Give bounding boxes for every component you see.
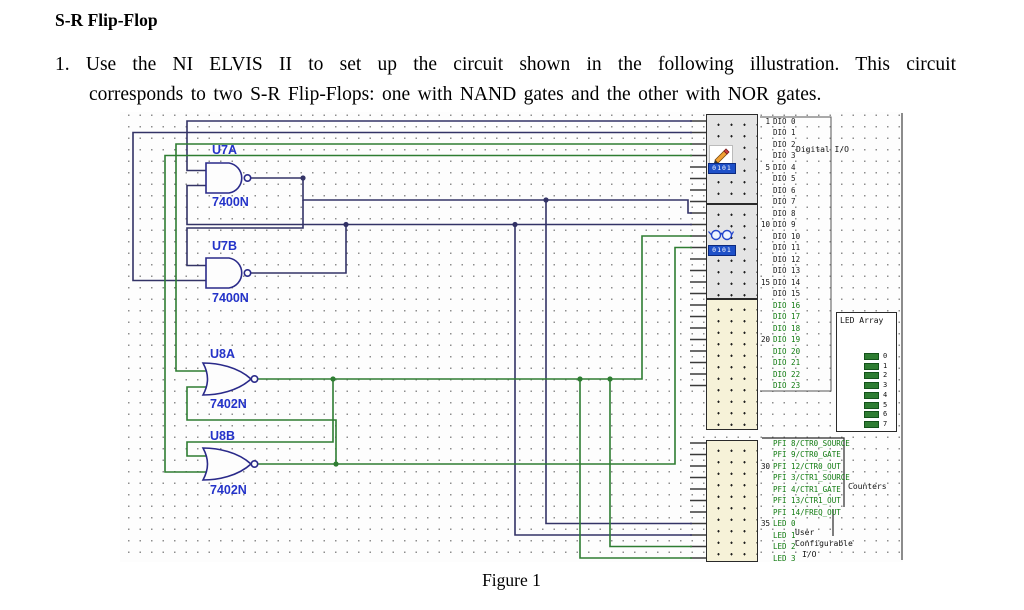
digital-write-icon[interactable] [709, 145, 733, 165]
inverter-bubble [250, 374, 259, 383]
connector-signal-label: LED 0 [773, 519, 796, 528]
gate-ref-u7a: U7A [212, 143, 238, 157]
connector-signal-label: DIO 23 [773, 381, 801, 390]
gate-part-u8b: 7402N [210, 483, 247, 497]
led-array-label: LED Array [840, 316, 884, 325]
user-io-label-3: I/O [802, 550, 817, 559]
connector-pin-number: 20 [760, 335, 770, 344]
gate-ref-u8b: U8B [210, 429, 236, 443]
digital-read-icon[interactable] [708, 225, 735, 243]
led-indicator[interactable] [864, 401, 879, 409]
inverter-bubble [250, 459, 259, 468]
led-index-label: 3 [883, 381, 888, 390]
connector-pin-number: 1 [765, 116, 770, 126]
connector-signal-label: DIO 21 [773, 358, 801, 367]
connector-pin-number: 30 [760, 461, 770, 471]
connector-signal-label: DIO 9 [773, 220, 796, 229]
nand-gate-u7a[interactable] [205, 162, 252, 194]
instruction-line-1: 1. Use the NI ELVIS II to set up the cir… [55, 54, 956, 75]
dio-read-badge: 0101 [708, 245, 736, 256]
connector-pin-number: 35 [760, 519, 770, 528]
connector-signal-label: DIO 17 [773, 312, 801, 321]
connector-signal-label: DIO 1 [773, 128, 796, 137]
led-index-label: 7 [883, 419, 888, 428]
connector-signal-label: PFI 12/CTR0_OUT [773, 461, 841, 471]
nor-wires [164, 143, 692, 559]
connector-signal-label: DIO 19 [773, 335, 801, 344]
connector-signal-label: DIO 18 [773, 323, 801, 333]
led-indicator[interactable] [864, 420, 879, 428]
led-index-label: 1 [883, 361, 888, 370]
gate-ref-u7b: U7B [212, 239, 238, 253]
nor-junction-dots [330, 376, 613, 467]
connector-signal-label: DIO 15 [773, 289, 801, 298]
nand-junction-dots [300, 175, 549, 228]
connector-signal-label: DIO 6 [773, 185, 796, 195]
nand-gate-u7b[interactable] [205, 257, 252, 289]
digital-io-bracket [760, 116, 832, 392]
page-title: S-R Flip-Flop [55, 10, 158, 30]
connector-signal-label: DIO 22 [773, 369, 801, 379]
connector-signal-label: DIO 11 [773, 243, 801, 252]
connector-signal-label: LED 1 [773, 530, 796, 540]
connector-signal-label: DIO 20 [773, 346, 801, 356]
connector-signal-label: PFI 3/CTR1_SOURCE [773, 473, 850, 482]
nand-wires [132, 120, 692, 536]
connector-pin-number: 5 [765, 162, 770, 172]
connector-signal-label: DIO 12 [773, 254, 801, 264]
connector-signal-label: DIO 0 [773, 116, 796, 126]
connector-signal-label: PFI 8/CTR0_SOURCE [773, 438, 850, 448]
gate-part-u7a: 7400N [212, 195, 249, 209]
instruction-line-2: corresponds to two S-R Flip-Flops: one w… [89, 84, 822, 105]
led-indicator[interactable] [864, 391, 879, 399]
dio-write-badge: 0101 [708, 163, 736, 174]
led-indicator[interactable] [864, 382, 879, 390]
connector-signal-label: LED 2 [773, 542, 796, 551]
user-io-label-2: Configurable [795, 539, 853, 548]
connector-signal-label: DIO 5 [773, 174, 796, 183]
connector-signal-label: DIO 7 [773, 197, 796, 206]
inverter-bubble [243, 268, 252, 277]
led-indicator[interactable] [864, 353, 879, 360]
led-index-label: 2 [883, 371, 888, 380]
nor-gate-u8a[interactable] [201, 362, 259, 396]
connector-signal-label: PFI 4/CTR1_GATE [773, 484, 841, 494]
led-indicator[interactable] [864, 411, 879, 419]
connector-lead-stubs [690, 120, 706, 559]
gate-part-u8a: 7402N [210, 397, 247, 411]
led-indicator[interactable] [864, 372, 879, 380]
connector-signal-label: DIO 2 [773, 139, 796, 149]
connector-pin-number: 10 [760, 220, 770, 229]
led-index-label: 5 [883, 400, 888, 409]
connector-signal-label: PFI 9/CTR0_GATE [773, 450, 841, 459]
led-index-label: 4 [883, 390, 888, 399]
nor-gate-u8b[interactable] [201, 447, 259, 481]
connector-pin-number: 15 [760, 277, 770, 287]
connector-signal-label: DIO 8 [773, 208, 796, 218]
connector-signal-label: DIO 3 [773, 151, 796, 160]
gate-ref-u8a: U8A [210, 347, 236, 361]
led-indicator[interactable] [864, 362, 879, 370]
counters-bracket [762, 437, 845, 507]
inverter-bubble [243, 174, 252, 183]
connector-signal-label: DIO 14 [773, 277, 801, 287]
user-io-label-1: User [795, 528, 815, 537]
counters-label: Counters [848, 482, 887, 491]
figure-caption: Figure 1 [482, 570, 541, 590]
dio-upper-connector-block[interactable] [706, 299, 758, 430]
led-index-label: 0 [883, 352, 888, 360]
connector-signal-label: DIO 10 [773, 231, 801, 241]
led-index-label: 6 [883, 410, 888, 419]
digital-io-label: Digital I/O [796, 145, 849, 154]
connector-signal-label: DIO 16 [773, 300, 801, 310]
connector-signal-label: LED 3 [773, 553, 796, 563]
connector-signal-label: DIO 4 [773, 162, 796, 172]
connector-signal-label: PFI 14/FREQ_OUT [773, 507, 841, 517]
schematic-grid [120, 112, 903, 562]
connector-signal-label: PFI 13/CTR1_OUT [773, 496, 841, 505]
pfi-led-connector-block[interactable] [706, 440, 758, 562]
connector-signal-label: DIO 13 [773, 266, 801, 275]
gate-part-u7b: 7400N [212, 291, 249, 305]
